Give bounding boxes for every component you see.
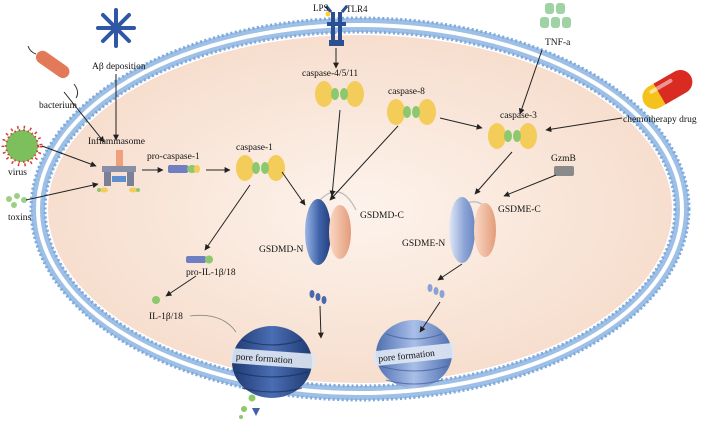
label-caspase-3: caspase-3 xyxy=(500,111,537,121)
label-caspase-1: caspase-1 xyxy=(236,143,273,153)
pro-caspase-1-icon xyxy=(168,165,200,173)
label-gzmb: GzmB xyxy=(551,154,576,164)
label-il: IL-1β/18 xyxy=(149,312,183,322)
inflammasome-complex xyxy=(97,150,140,193)
label-inflammasome: Inflammasome xyxy=(88,136,145,147)
chemotherapy-capsule-icon xyxy=(642,70,693,110)
label-gsdme-n: GSDME-N xyxy=(402,239,445,249)
label-abeta: Aβ deposition xyxy=(92,62,146,72)
label-pro-il: pro-IL-1β/18 xyxy=(186,268,236,278)
gsdmd-pore xyxy=(232,326,312,419)
label-virus: virus xyxy=(8,168,27,178)
label-toxins: toxins xyxy=(8,213,32,223)
gsdmd-protein xyxy=(305,191,357,265)
pore1-label-box xyxy=(230,348,316,369)
cytoplasm xyxy=(48,35,672,383)
gsdme-protein xyxy=(449,197,496,263)
virus-icon xyxy=(1,125,43,167)
gzmb-icon xyxy=(554,166,574,176)
il-release-path xyxy=(189,314,237,333)
pathway-arrows xyxy=(25,48,623,339)
il-mature-icon xyxy=(152,296,160,304)
pore2-label-box xyxy=(373,342,455,367)
tnf-trimer-icon xyxy=(540,3,571,28)
cell-membrane xyxy=(29,16,691,402)
label-gsdme-c: GSDME-C xyxy=(498,205,541,215)
label-bacterium: bacterium xyxy=(39,101,78,111)
label-gsdmd-c: GSDMD-C xyxy=(360,211,404,221)
label-pro-caspase-1: pro-caspase-1 xyxy=(147,152,200,162)
bacterium-icon xyxy=(27,45,79,99)
gsdme-n-fragments-icon xyxy=(427,284,445,298)
label-tlr4: TLR4 xyxy=(346,4,368,14)
label-chemo: chemotherapy drug xyxy=(623,115,697,125)
abeta-deposition-icon xyxy=(96,8,136,48)
caspase-1-icon xyxy=(236,155,285,181)
label-tnf: TNF-a xyxy=(545,38,571,48)
caspase-8-icon xyxy=(387,99,436,125)
label-caspase-8: caspase-8 xyxy=(388,87,425,97)
caspase-3-icon xyxy=(488,123,537,149)
pro-il-icon xyxy=(186,255,213,264)
tlr4-receptor xyxy=(324,5,349,46)
label-caspase-4-5-11: caspase-4/5/11 xyxy=(302,69,358,79)
label-gsdmd-n: GSDMD-N xyxy=(259,245,303,255)
toxins-icon xyxy=(6,193,27,208)
gsdmd-n-fragments-icon xyxy=(309,290,327,304)
caspase-4-5-11-icon xyxy=(315,81,364,107)
label-pore-1: pore formation xyxy=(236,351,294,366)
label-lps: LPS xyxy=(313,3,329,13)
